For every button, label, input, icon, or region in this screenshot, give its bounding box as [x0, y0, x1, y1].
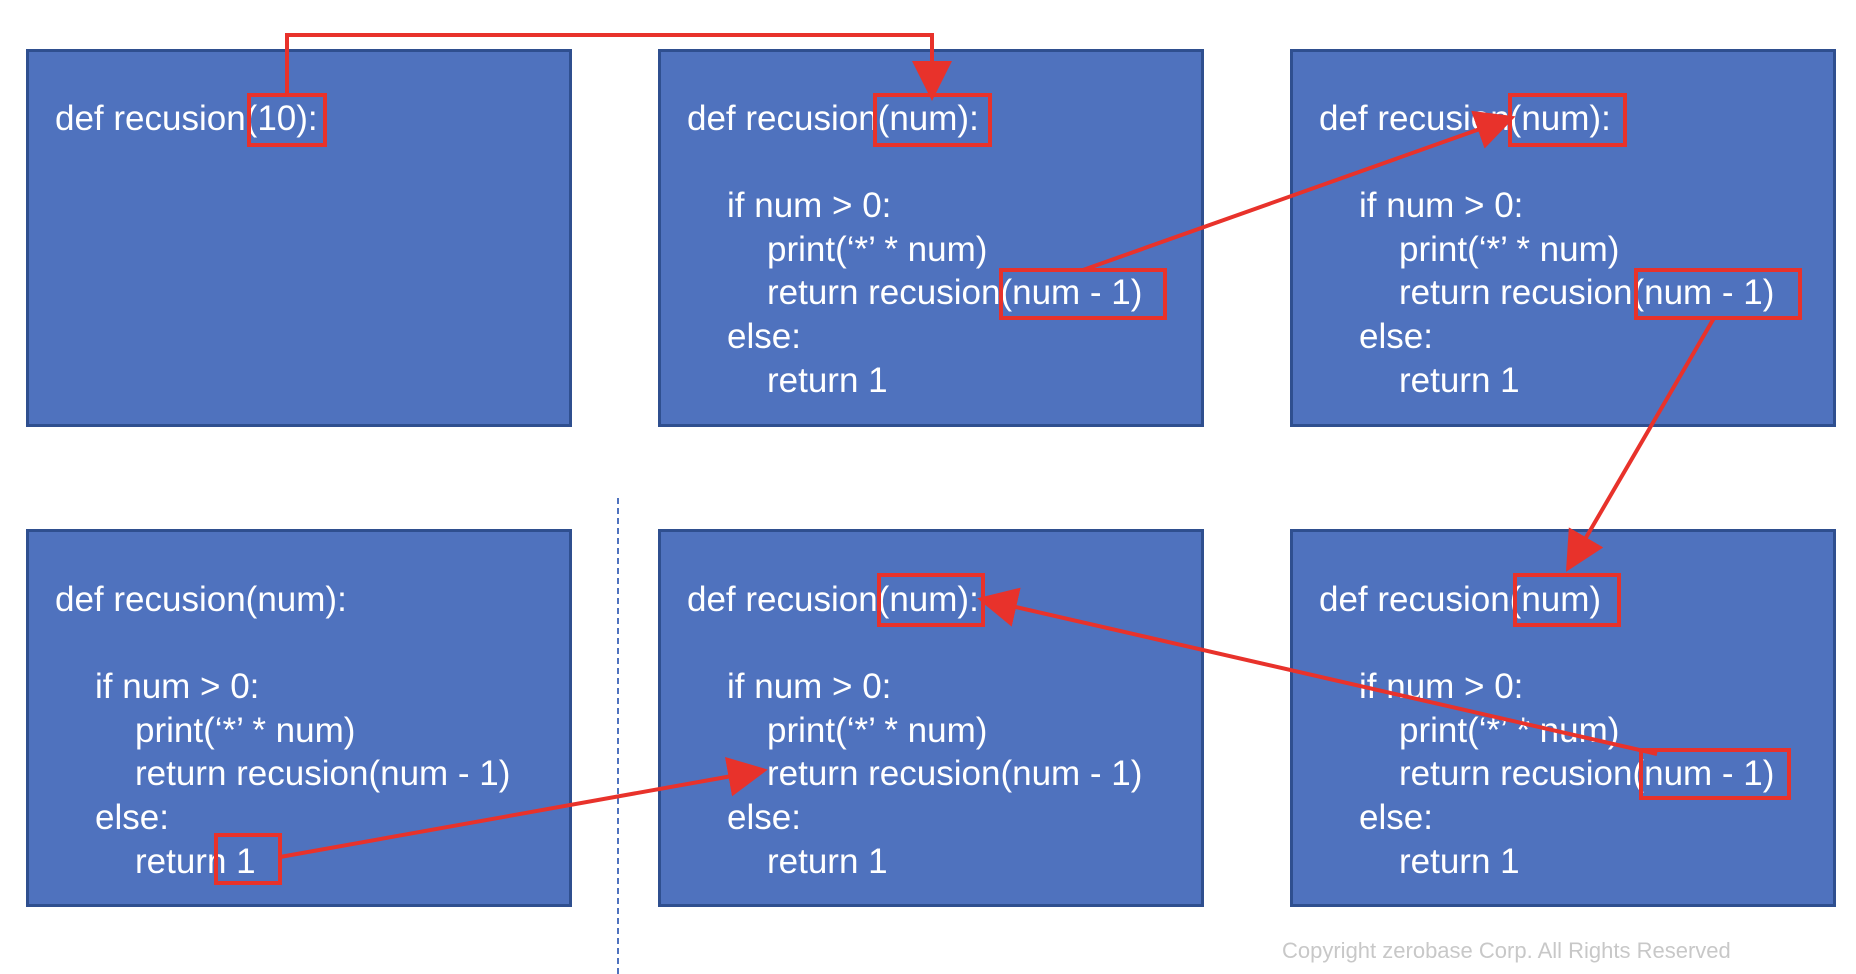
code-line-return-recursion: return recusion(num - 1) — [1399, 273, 1775, 312]
code-line-print: print(‘*’ * num) — [767, 230, 988, 269]
code-line-return-recursion: return recusion(num - 1) — [767, 273, 1143, 312]
code-line-return-recursion: return recusion(num - 1) — [767, 754, 1143, 793]
code-line-if: if num > 0: — [727, 186, 892, 225]
code-line-else: else: — [727, 798, 801, 837]
code-line-else: else: — [1359, 798, 1433, 837]
code-line-else: else: — [1359, 317, 1433, 356]
code-line-if: if num > 0: — [1359, 667, 1524, 706]
code-line-def: def recusion(10): — [55, 99, 318, 138]
code-line-def: def recusion(num): — [687, 99, 979, 138]
code-line-def: def recusion(num): — [1319, 99, 1611, 138]
copyright-notice: Copyright zerobase Corp. All Rights Rese… — [1282, 938, 1731, 963]
code-line-print: print(‘*’ * num) — [1399, 711, 1620, 750]
code-line-return-1: return 1 — [135, 842, 256, 881]
code-line-def: def recusion(num): — [687, 580, 979, 619]
code-line-return-1: return 1 — [1399, 842, 1520, 881]
code-line-print: print(‘*’ * num) — [135, 711, 356, 750]
code-box-1: def recusion(10): — [26, 49, 572, 427]
code-box-6: def recusion(num) if num > 0: print(‘*’ … — [1290, 529, 1836, 907]
code-line-def: def recusion(num): — [55, 580, 347, 619]
code-box-5: def recusion(num): if num > 0: print(‘*’… — [658, 529, 1204, 907]
code-line-return-recursion: return recusion(num - 1) — [1399, 754, 1775, 793]
code-line-else: else: — [95, 798, 169, 837]
code-line-if: if num > 0: — [95, 667, 260, 706]
code-box-2: def recusion(num): if num > 0: print(‘*’… — [658, 49, 1204, 427]
code-box-4: def recusion(num): if num > 0: print(‘*’… — [26, 529, 572, 907]
code-line-print: print(‘*’ * num) — [767, 711, 988, 750]
code-line-print: print(‘*’ * num) — [1399, 230, 1620, 269]
code-line-return-1: return 1 — [767, 361, 888, 400]
code-line-else: else: — [727, 317, 801, 356]
dashed-divider — [617, 498, 619, 974]
code-line-return-recursion: return recusion(num - 1) — [135, 754, 511, 793]
code-line-def: def recusion(num) — [1319, 580, 1602, 619]
code-line-return-1: return 1 — [767, 842, 888, 881]
code-box-3: def recusion(num): if num > 0: print(‘*’… — [1290, 49, 1836, 427]
code-line-if: if num > 0: — [1359, 186, 1524, 225]
code-line-return-1: return 1 — [1399, 361, 1520, 400]
code-line-if: if num > 0: — [727, 667, 892, 706]
